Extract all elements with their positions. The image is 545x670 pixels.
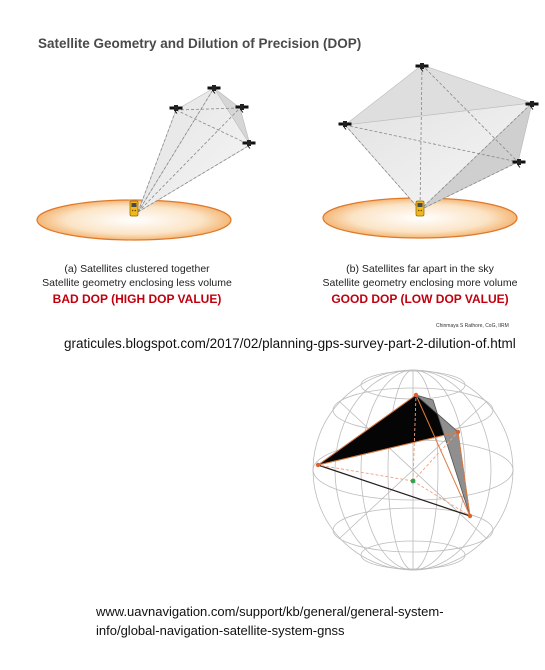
image-credit: Chinmaya S Rathore, CoG, IIRM bbox=[436, 323, 509, 329]
panel-a-figure bbox=[36, 84, 256, 241]
ground-plane-a bbox=[36, 199, 232, 241]
panel-b-verdict: GOOD DOP (LOW DOP VALUE) bbox=[331, 292, 509, 306]
panel-b-caption-line2: Satellite geometry enclosing more volume bbox=[322, 277, 518, 289]
gps-receiver-icon bbox=[129, 200, 139, 217]
gps-receiver-icon bbox=[415, 200, 425, 217]
satellite-point bbox=[315, 462, 321, 468]
panel-a-verdict: BAD DOP (HIGH DOP VALUE) bbox=[52, 292, 222, 306]
receiver-point bbox=[410, 478, 416, 484]
panel-b-caption-line1: (b) Satellites far apart in the sky bbox=[346, 263, 494, 275]
panel-a-caption-line2: Satellite geometry enclosing less volume bbox=[42, 277, 232, 289]
source-url-2-line2: info/global-navigation-satellite-system-… bbox=[96, 623, 345, 638]
satellite-point bbox=[413, 392, 419, 398]
page-title: Satellite Geometry and Dilution of Preci… bbox=[38, 36, 362, 51]
panel-b-caption: (b) Satellites far apart in the sky Sate… bbox=[300, 262, 540, 306]
source-url-1[interactable]: graticules.blogspot.com/2017/02/planning… bbox=[64, 336, 516, 351]
panel-a-caption-line1: (a) Satellites clustered together bbox=[64, 263, 210, 275]
satellite-point bbox=[467, 513, 473, 519]
celestial-sphere bbox=[312, 369, 514, 571]
satellite-point bbox=[455, 429, 461, 435]
source-url-2-line1: www.uavnavigation.com/support/kb/general… bbox=[96, 604, 444, 619]
panel-b-figure bbox=[322, 62, 539, 239]
panel-a-caption: (a) Satellites clustered together Satell… bbox=[20, 262, 254, 306]
source-url-2[interactable]: www.uavnavigation.com/support/kb/general… bbox=[96, 602, 444, 640]
